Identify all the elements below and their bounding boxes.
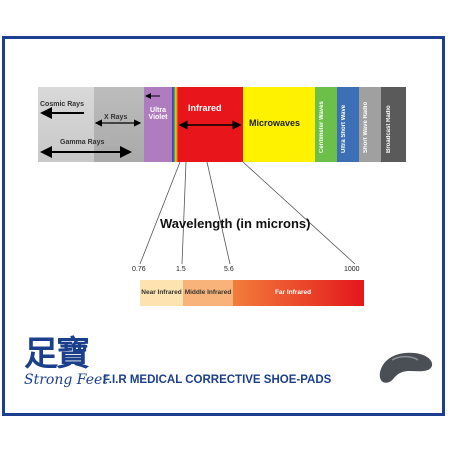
logo-name: Strong Feet — [24, 372, 108, 388]
fan-line-2 — [181, 161, 187, 265]
tick-1000: 1000 — [344, 266, 360, 273]
fan-line-1 — [139, 161, 181, 265]
band-ultra-short — [337, 87, 359, 162]
subband-far — [233, 280, 364, 306]
tick-0-76: 0.76 — [132, 266, 146, 273]
label-infrared: Infrared — [188, 103, 222, 113]
label-microwaves: Microwaves — [249, 118, 301, 128]
subband-far-label: Far Infrared — [274, 289, 312, 297]
fan-line-4 — [242, 161, 356, 265]
subband-middle-label: Middle Infrared — [184, 289, 232, 297]
label-x-rays: X Rays — [104, 114, 128, 121]
subband-near-label: Near Infrared — [141, 289, 182, 297]
tick-1-5: 1.5 — [176, 266, 186, 273]
tick-5-6: 5.6 — [224, 266, 234, 273]
subband-middle — [183, 280, 233, 306]
fan-line-3 — [206, 161, 231, 265]
band-short-wave — [359, 87, 381, 162]
wavelength-title: Wavelength (in microns) — [160, 216, 311, 231]
band-microwaves — [243, 87, 315, 162]
band-visible — [172, 87, 178, 162]
tagline: F.I.R MEDICAL CORRECTIVE SHOE-PADS — [103, 374, 332, 386]
shoe-pad-highlight — [391, 355, 419, 361]
label-gamma-rays: Gamma Rays — [60, 139, 105, 146]
band-centimeter — [315, 87, 337, 162]
band-broadcast — [381, 87, 406, 162]
band-ultra-violet — [144, 87, 172, 162]
label-cosmic-rays: Cosmic Rays — [40, 101, 84, 108]
subband-near — [140, 280, 183, 306]
logo-kanji: 足寶 — [24, 334, 90, 374]
label-ultra-violet: Ultra Violet — [148, 107, 168, 122]
